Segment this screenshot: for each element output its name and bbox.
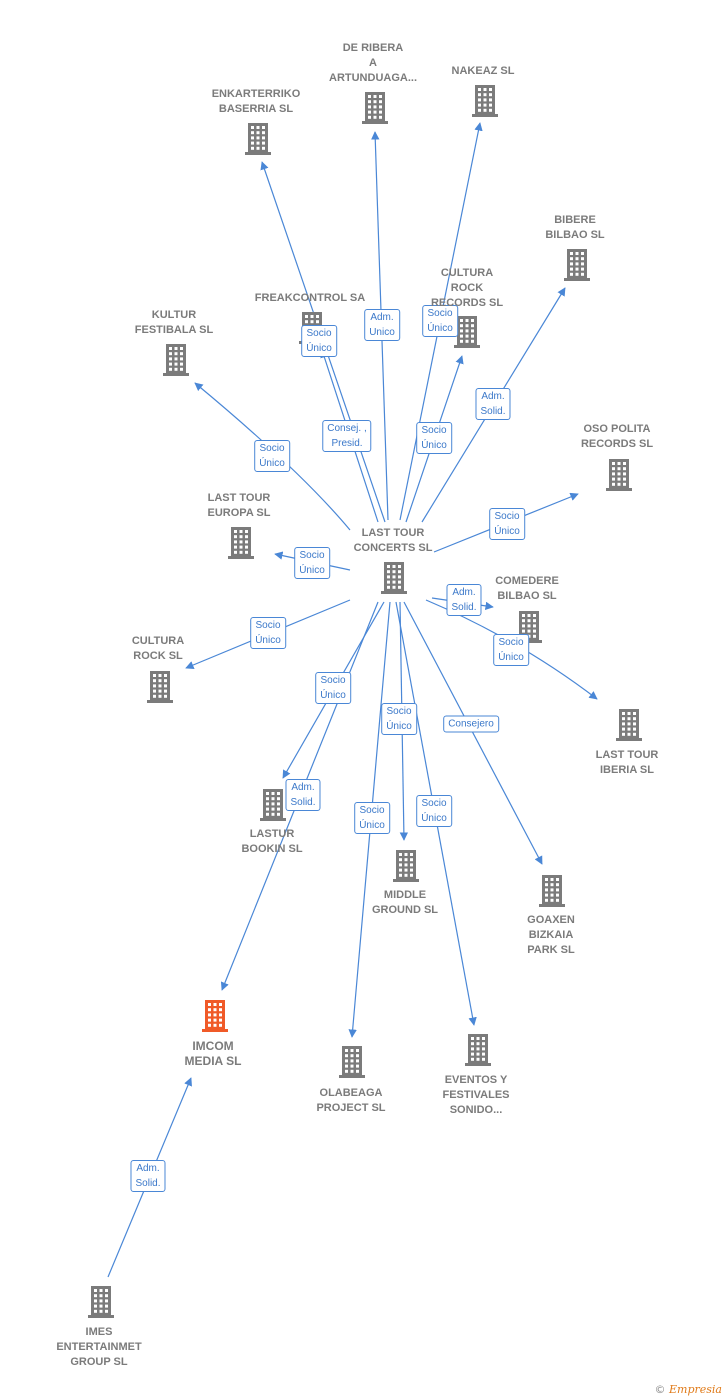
relation-label-europa[interactable]: Socio Único [294,547,330,579]
company-label-deribera[interactable]: DE RIBERA A ARTUNDUAGA... [329,42,417,84]
relation-label-eventos[interactable]: Socio Único [416,795,452,827]
company-label-enkarterriko[interactable]: ENKARTERRIKO BASERRIA SL [211,88,301,115]
company-label-middle[interactable]: MIDDLE GROUND SL [372,889,438,916]
relation-label-imcom[interactable]: Adm. Solid. [130,1160,166,1192]
building-icon-oso[interactable] [606,459,632,491]
building-icon-olabeaga[interactable] [339,1046,365,1078]
company-label-olabeaga[interactable]: OLABEAGA PROJECT SL [316,1087,386,1114]
company-label-imes[interactable]: IMES ENTERTAINMET GROUP SL [56,1326,142,1368]
building-icon-enkarterriko[interactable] [245,123,271,155]
relation-label-middle[interactable]: Socio Único [381,703,417,735]
brand-name: Empresia [669,1383,722,1396]
relation-label-iberia[interactable]: Socio Único [493,634,529,666]
building-icon-center[interactable] [381,562,407,594]
company-label-eventos[interactable]: EVENTOS Y FESTIVALES SONIDO... [442,1074,510,1116]
building-icon-comedere[interactable] [516,611,542,643]
company-label-comedere[interactable]: COMEDERE BILBAO SL [495,575,559,602]
building-icon-cultura_rock_records[interactable] [454,316,480,348]
company-label-iberia[interactable]: LAST TOUR IBERIA SL [595,749,659,776]
building-icon-imes[interactable] [88,1286,114,1318]
relation-label-goaxen[interactable]: Consejero [443,715,499,733]
building-icon-nakeaz[interactable] [472,85,498,117]
relation-label-oso[interactable]: Socio Único [489,508,525,540]
company-label-oso[interactable]: OSO POLITA RECORDS SL [580,423,654,450]
company-label-kultur[interactable]: KULTUR FESTIBALA SL [134,309,214,336]
relation-label-lastur[interactable]: Socio Único [315,672,351,704]
building-icon-iberia[interactable] [616,709,642,741]
building-icon-lastur[interactable] [260,789,286,821]
copyright-symbol: © [654,1383,666,1396]
relation-label-enkarterriko[interactable]: Socio Único [301,325,337,357]
company-label-imcom[interactable]: IMCOM MEDIA SL [184,1039,242,1068]
company-label-center[interactable]: LAST TOUR CONCERTS SL [353,527,433,554]
relation-label-kultur[interactable]: Socio Único [254,440,290,472]
relation-label-comedere[interactable]: Adm. Solid. [446,584,482,616]
company-label-nakeaz[interactable]: NAKEAZ SL [451,65,515,77]
relation-label-cultura_rock_records[interactable]: Socio Único [416,422,452,454]
company-label-freakcontrol[interactable]: FREAKCONTROL SA [254,292,366,304]
building-icon-eventos[interactable] [465,1034,491,1066]
relation-label-cultura_rock[interactable]: Socio Único [250,617,286,649]
relation-label-freakcontrol[interactable]: Consej. , Presid. [322,420,372,452]
relation-label-imcom[interactable]: Adm. Solid. [285,779,321,811]
relation-label-bibere[interactable]: Adm. Solid. [475,388,511,420]
building-icon-bibere[interactable] [564,249,590,281]
relation-label-deribera[interactable]: Adm. Unico [364,309,400,341]
company-label-bibere[interactable]: BIBERE BILBAO SL [545,214,605,241]
company-label-lastur[interactable]: LASTUR BOOKIN SL [241,828,303,855]
footer-brand: © Empresia [655,1383,723,1396]
company-label-europa[interactable]: LAST TOUR EUROPA SL [207,492,271,519]
building-icon-imcom[interactable] [202,1000,228,1032]
building-icon-kultur[interactable] [163,344,189,376]
building-icon-cultura_rock[interactable] [147,671,173,703]
edge-center-goaxen [403,601,543,865]
building-icon-goaxen[interactable] [539,875,565,907]
building-icon-middle[interactable] [393,850,419,882]
relation-label-olabeaga[interactable]: Socio Único [354,802,390,834]
building-icon-europa[interactable] [228,527,254,559]
company-label-cultura_rock_records[interactable]: CULTURA ROCK RECORDS SL [430,267,504,309]
relation-label-nakeaz[interactable]: Socio Único [422,305,458,337]
company-label-goaxen[interactable]: GOAXEN BIZKAIA PARK SL [527,914,575,956]
company-label-cultura_rock[interactable]: CULTURA ROCK SL [131,635,185,662]
building-icon-deribera[interactable] [362,92,388,124]
